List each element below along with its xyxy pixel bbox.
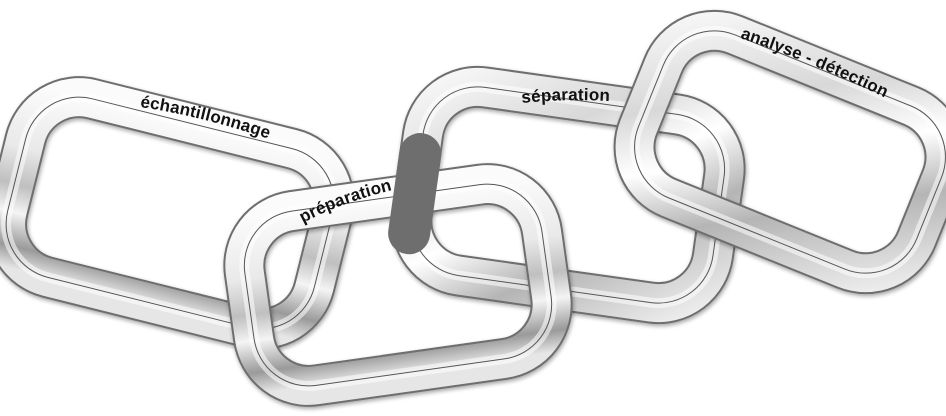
link-label-3: séparation xyxy=(521,85,611,107)
chain-link-2 xyxy=(223,163,573,407)
chain-link-4 xyxy=(613,9,946,295)
chain-link-3-overlap xyxy=(388,133,442,255)
chain-link-1 xyxy=(0,76,355,350)
